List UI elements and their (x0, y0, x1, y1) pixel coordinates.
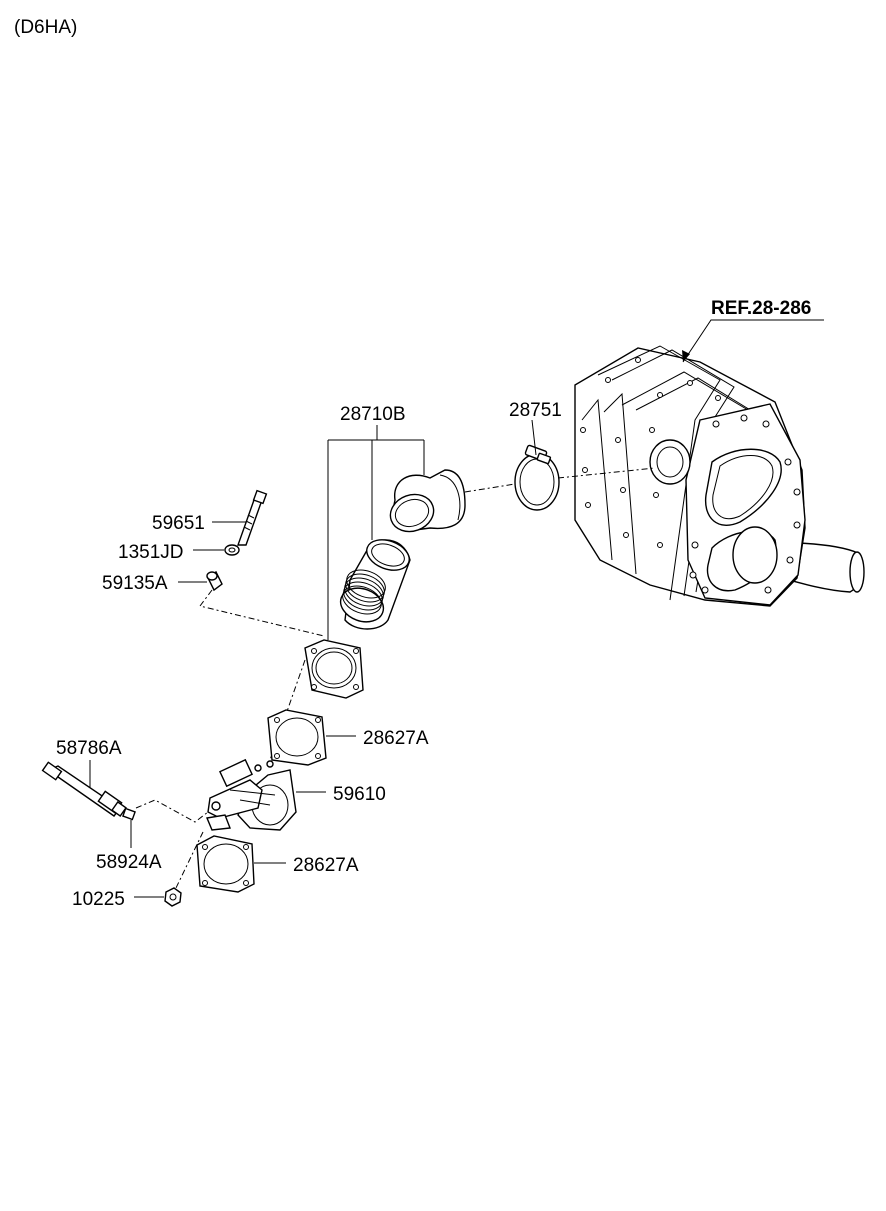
washer-1351JD (224, 544, 240, 556)
gasket-28627A-upper (267, 709, 327, 766)
nut-10225 (164, 887, 182, 907)
leader-28710B (327, 425, 425, 640)
clamp-to-muffler-dashline (557, 467, 656, 479)
flange-plate (304, 639, 364, 699)
flex-pipe-28710B (339, 539, 411, 630)
ref-arrow-icon (682, 350, 690, 362)
fitting-58924A (122, 807, 136, 821)
spacer-59135A (206, 570, 223, 592)
label-59610: 59610 (333, 784, 386, 805)
label-10225: 10225 (72, 889, 125, 910)
label-58786A: 58786A (56, 738, 122, 759)
label-58924A: 58924A (96, 852, 162, 873)
ref-leader-line (682, 319, 824, 363)
exhaust-brake-valve-59610 (206, 758, 297, 831)
label-28751: 28751 (509, 400, 562, 421)
label-59651: 59651 (152, 513, 205, 534)
label-1351JD: 1351JD (118, 542, 184, 563)
gasket-28627A-lower (196, 835, 255, 893)
clamp-28751 (514, 444, 560, 511)
elbow-pipe-28710B (389, 469, 466, 533)
hose-58786A (41, 761, 127, 817)
label-28710B: 28710B (340, 404, 406, 425)
bolt-59651 (237, 489, 268, 546)
label-28627A-lower: 28627A (293, 855, 359, 876)
ref-label: REF.28-286 (711, 298, 811, 319)
label-28627A-upper: 28627A (363, 728, 429, 749)
muffler-assembly (574, 345, 865, 607)
model-code: (D6HA) (14, 17, 77, 38)
label-59135A: 59135A (102, 573, 168, 594)
